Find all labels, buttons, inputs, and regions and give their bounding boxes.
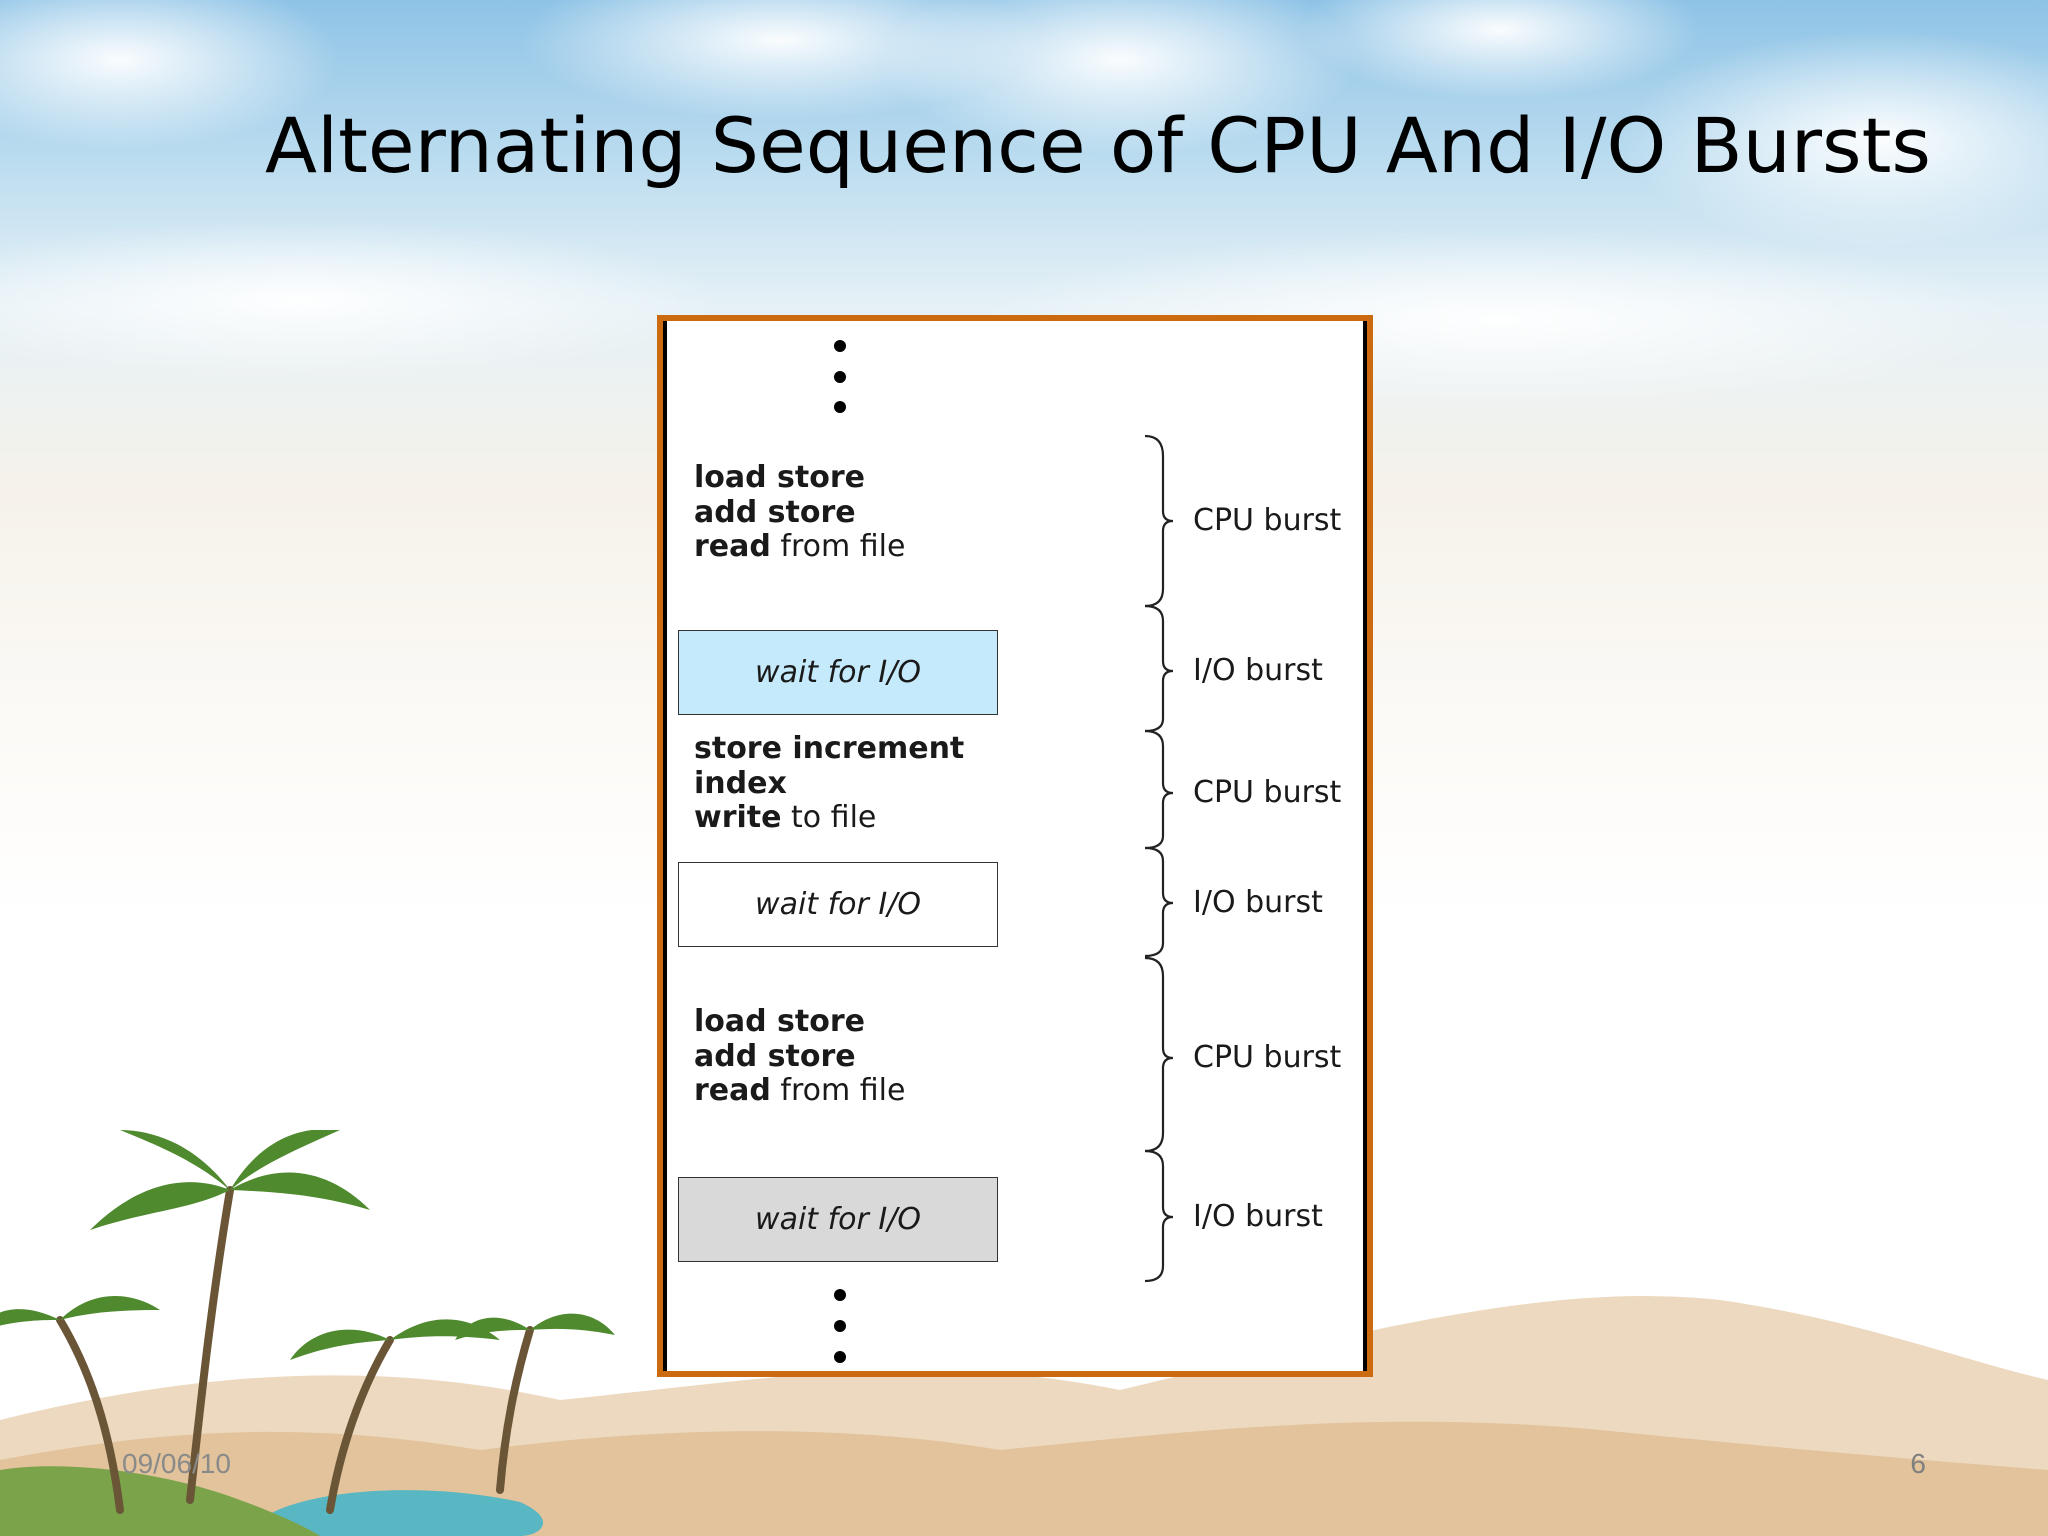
burst-braces <box>1144 434 1174 1283</box>
oasis-landscape-decoration <box>0 1130 2048 1536</box>
footer-date: 09/06/10 <box>122 1448 231 1479</box>
instruction-line: read from file <box>694 1073 906 1108</box>
ellipsis-dot <box>834 401 846 413</box>
ellipsis-dot <box>834 340 846 352</box>
wait-for-io-box-2: wait for I/O <box>678 862 998 947</box>
instruction-line: load store <box>694 460 866 495</box>
io-burst-label-2: I/O burst <box>1193 885 1323 920</box>
cpu-instructions-1: load store add store read from file <box>694 460 906 565</box>
brace-cpu-burst-2 <box>1144 729 1174 850</box>
cpu-burst-label-3: CPU burst <box>1193 1040 1342 1075</box>
instruction-line: add store <box>694 1038 856 1074</box>
cpu-burst-label-2: CPU burst <box>1193 775 1342 810</box>
brace-io-burst-1 <box>1144 604 1174 733</box>
instruction-line: index <box>694 765 787 801</box>
diagram-panel: load store add store read from file wait… <box>663 321 1367 1371</box>
cpu-io-burst-diagram: load store add store read from file wait… <box>657 315 1373 1377</box>
cpu-instructions-3: load store add store read from file <box>694 1004 906 1109</box>
brace-cpu-burst-3 <box>1144 956 1174 1153</box>
instruction-line: store increment <box>694 731 965 766</box>
ellipsis-dot <box>834 1320 846 1332</box>
ellipsis-dot <box>834 371 846 383</box>
instruction-line: read from file <box>694 529 906 564</box>
brace-cpu-burst-1 <box>1144 434 1174 608</box>
cpu-instructions-2: store increment index write to file <box>694 731 965 836</box>
instruction-line: load store <box>694 1004 866 1039</box>
page-number: 6 <box>1910 1448 1926 1479</box>
instruction-line: add store <box>694 494 856 530</box>
slide-title: Alternating Sequence of CPU And I/O Burs… <box>265 101 1932 190</box>
brace-io-burst-2 <box>1144 846 1174 958</box>
brace-io-burst-3 <box>1144 1149 1174 1283</box>
ellipsis-dot <box>834 1289 846 1301</box>
wait-for-io-box-1: wait for I/O <box>678 630 998 715</box>
instruction-line: write to file <box>694 800 877 835</box>
wait-for-io-box-3: wait for I/O <box>678 1177 998 1262</box>
ellipsis-dot <box>834 1351 846 1363</box>
cpu-burst-label-1: CPU burst <box>1193 503 1342 538</box>
io-burst-label-3: I/O burst <box>1193 1199 1323 1234</box>
io-burst-label-1: I/O burst <box>1193 653 1323 688</box>
